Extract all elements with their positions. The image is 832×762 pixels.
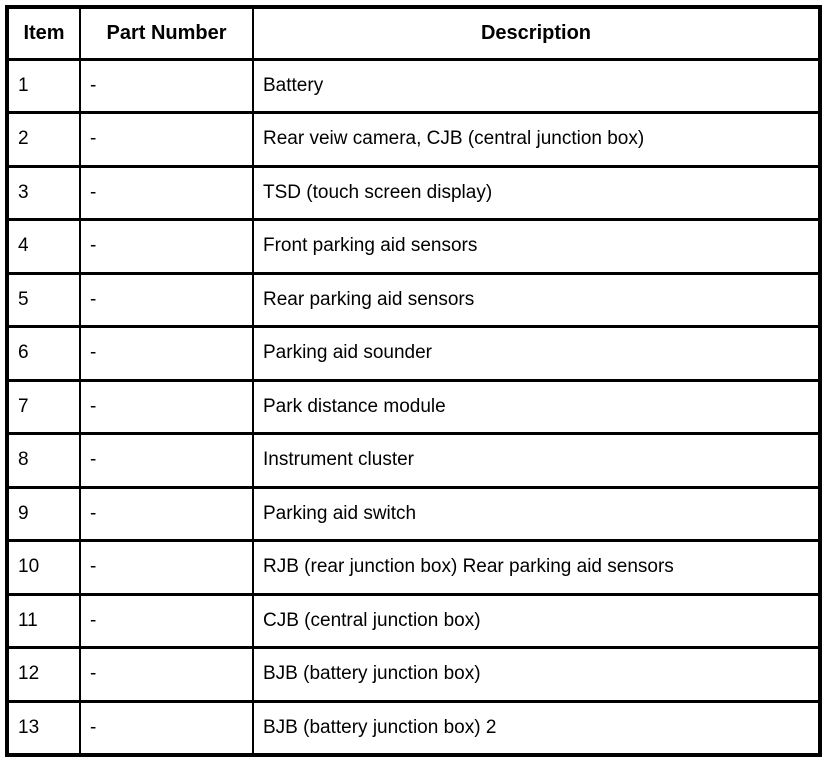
item-cell: 9 [6,485,81,542]
column-header-part-number: Part Number [79,5,254,61]
table-row: 13 - BJB (battery junction box) 2 [6,699,821,756]
item-cell: 3 [6,164,81,221]
table-row: 8 - Instrument cluster [6,432,821,489]
item-cell: 8 [6,432,81,489]
part-number-cell: - [79,699,254,756]
table-body: 1 - Battery 2 - Rear veiw camera, CJB (c… [6,57,821,756]
description-cell: Rear parking aid sensors [252,271,821,328]
item-cell: 11 [6,592,81,649]
part-number-cell: - [79,485,254,542]
table-row: 4 - Front parking aid sensors [6,218,821,275]
description-cell: CJB (central junction box) [252,592,821,649]
description-cell: BJB (battery junction box) [252,646,821,703]
description-cell: Park distance module [252,378,821,435]
item-cell: 1 [6,57,81,114]
table-row: 11 - CJB (central junction box) [6,592,821,649]
description-cell: Rear veiw camera, CJB (central junction … [252,111,821,168]
parts-table: Item Part Number Description 1 - Battery… [5,5,822,757]
item-cell: 13 [6,699,81,756]
part-number-cell: - [79,646,254,703]
item-cell: 6 [6,325,81,382]
part-number-cell: - [79,592,254,649]
part-number-cell: - [79,325,254,382]
table-row: 9 - Parking aid switch [6,485,821,542]
table-row: 5 - Rear parking aid sensors [6,271,821,328]
item-cell: 2 [6,111,81,168]
table-row: 12 - BJB (battery junction box) [6,646,821,703]
part-number-cell: - [79,539,254,596]
part-number-cell: - [79,164,254,221]
part-number-cell: - [79,271,254,328]
part-number-cell: - [79,57,254,114]
column-header-description: Description [252,5,821,61]
item-cell: 10 [6,539,81,596]
table-row: 1 - Battery [6,57,821,114]
item-cell: 7 [6,378,81,435]
part-number-cell: - [79,218,254,275]
description-cell: Instrument cluster [252,432,821,489]
table-row: 7 - Park distance module [6,378,821,435]
table-row: 10 - RJB (rear junction box) Rear parkin… [6,539,821,596]
table-header: Item Part Number Description [6,5,821,61]
item-cell: 12 [6,646,81,703]
header-row: Item Part Number Description [6,5,821,61]
item-cell: 4 [6,218,81,275]
table-row: 3 - TSD (touch screen display) [6,164,821,221]
part-number-cell: - [79,432,254,489]
description-cell: TSD (touch screen display) [252,164,821,221]
description-cell: Parking aid sounder [252,325,821,382]
table-row: 2 - Rear veiw camera, CJB (central junct… [6,111,821,168]
description-cell: BJB (battery junction box) 2 [252,699,821,756]
part-number-cell: - [79,378,254,435]
description-cell: RJB (rear junction box) Rear parking aid… [252,539,821,596]
description-cell: Parking aid switch [252,485,821,542]
column-header-item: Item [6,5,81,61]
item-cell: 5 [6,271,81,328]
part-number-cell: - [79,111,254,168]
table-row: 6 - Parking aid sounder [6,325,821,382]
description-cell: Battery [252,57,821,114]
description-cell: Front parking aid sensors [252,218,821,275]
